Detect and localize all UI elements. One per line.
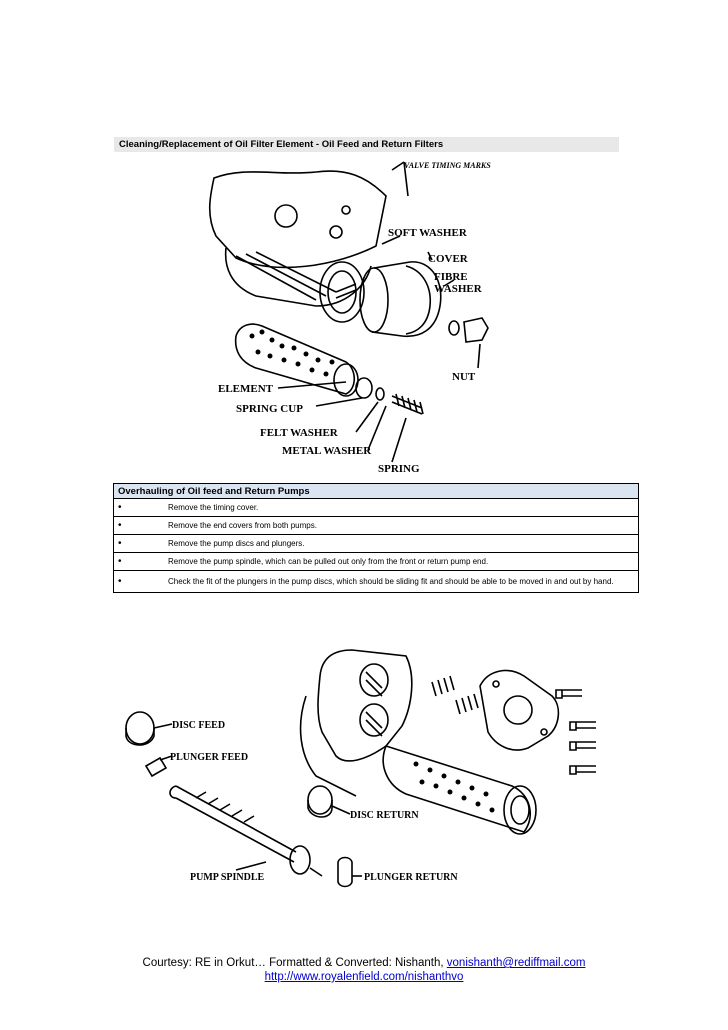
footer-email-link[interactable]: vonishanth@rediffmail.com [446,957,586,969]
step-text: Remove the timing cover. [168,503,259,512]
spring-cup-label: SPRING CUP [236,403,303,415]
metal-washer-label: METAL WASHER [282,445,372,457]
step-text: Remove the pump discs and plungers. [168,539,305,548]
element-label: ELEMENT [218,383,274,395]
bullet: • [118,502,122,513]
spring-label: SPRING [378,463,420,475]
footer-credit: Courtesy: RE in Orkut… Formatted & Conve… [142,957,447,969]
footer-url-link[interactable]: http://www.royalenfield.com/nishanthvo [264,971,464,983]
bullet: • [118,556,122,567]
plunger-feed-label: PLUNGER FEED [170,752,248,763]
valve-timing-label: VALVE TIMING MARKS [404,161,491,170]
pump-overhaul-table: Overhauling of Oil feed and Return Pumps… [113,483,639,593]
table-row: • Remove the end covers from both pumps. [113,516,639,535]
bullet: • [118,520,122,531]
table-row: • Remove the pump discs and plungers. [113,534,639,553]
cover-label: COVER [428,253,469,265]
table-row: • Remove the pump spindle, which can be p… [113,552,639,571]
table-header-row: Overhauling of Oil feed and Return Pumps [113,483,639,499]
section-title: Cleaning/Replacement of Oil Filter Eleme… [114,137,619,152]
bullet: • [118,538,122,549]
plunger-return-label: PLUNGER RETURN [364,872,458,883]
soft-washer-label: SOFT WASHER [388,227,468,239]
table-row: • Remove the timing cover. [113,498,639,517]
step-text: Remove the end covers from both pumps. [168,521,317,530]
washer-label: WASHER [434,283,483,295]
bullet: • [118,575,122,587]
table-row: • Check the fit of the plungers in the pu… [113,570,639,593]
footer-url-line: http://www.royalenfield.com/nishanthvo [0,970,728,984]
page-footer: Courtesy: RE in Orkut… Formatted & Conve… [0,956,728,984]
disc-feed-label: DISC FEED [172,720,225,731]
pump-spindle-label: PUMP SPINDLE [190,872,265,883]
disc-return-label: DISC RETURN [350,810,419,821]
oil-filter-exploded-diagram: VALVE TIMING MARKS SOFT WASHER COVER FIB… [208,161,491,475]
fibre-label: FIBRE [434,271,468,283]
footer-credit-line: Courtesy: RE in Orkut… Formatted & Conve… [0,956,728,970]
step-text: Remove the pump spindle, which can be pu… [168,557,489,566]
felt-washer-label: FELT WASHER [260,427,339,439]
pump-section-title: Overhauling of Oil feed and Return Pumps [113,483,639,499]
nut-label: NUT [452,371,476,383]
step-text: Check the fit of the plungers in the pum… [168,576,614,586]
oil-pump-exploded-diagram: DISC FEED PLUNGER FEED DISC RETURN PUMP … [125,649,596,888]
